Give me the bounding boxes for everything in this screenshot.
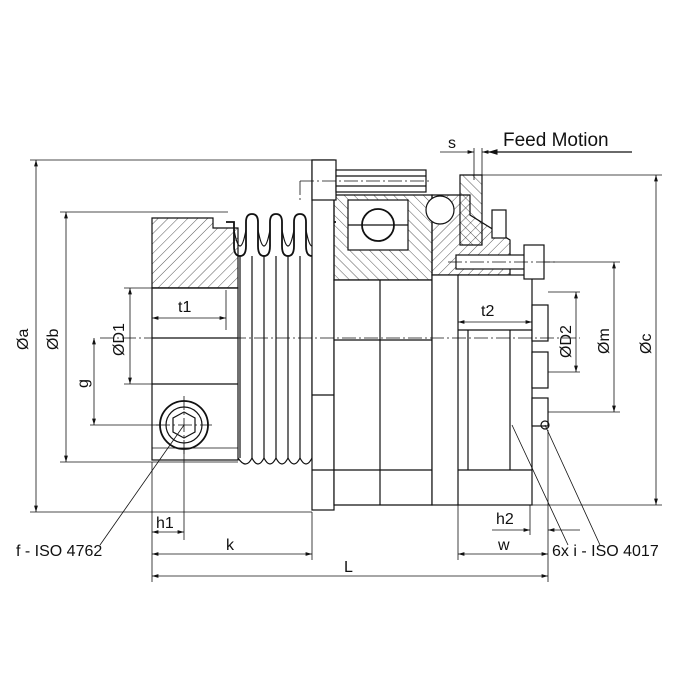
label-dia-b: Øb [45, 329, 62, 350]
bellows [226, 213, 336, 465]
label-dia-D1: ØD1 [111, 323, 128, 356]
central-body [300, 159, 433, 511]
label-dia-D2: ØD2 [558, 325, 575, 358]
dimensions [30, 148, 662, 582]
label-h1: h1 [156, 515, 174, 532]
label-h2: h2 [496, 511, 514, 528]
label-dia-a: Øa [15, 329, 32, 350]
label-dia-m: Øm [596, 328, 613, 354]
label-screw-i: 6x i - ISO 4017 [552, 543, 659, 560]
label-t2: t2 [481, 303, 494, 320]
center-lines [100, 181, 580, 339]
label-k: k [226, 537, 235, 554]
label-screw-f: f - ISO 4762 [16, 543, 102, 560]
right-flange [425, 174, 556, 506]
label-s: s [448, 135, 456, 152]
label-w: w [497, 537, 510, 554]
label-g: g [75, 379, 92, 388]
label-t1: t1 [178, 299, 191, 316]
label-dia-c: Øc [638, 334, 655, 354]
label-L: L [344, 559, 353, 576]
label-feed-motion: Feed Motion [503, 130, 609, 151]
